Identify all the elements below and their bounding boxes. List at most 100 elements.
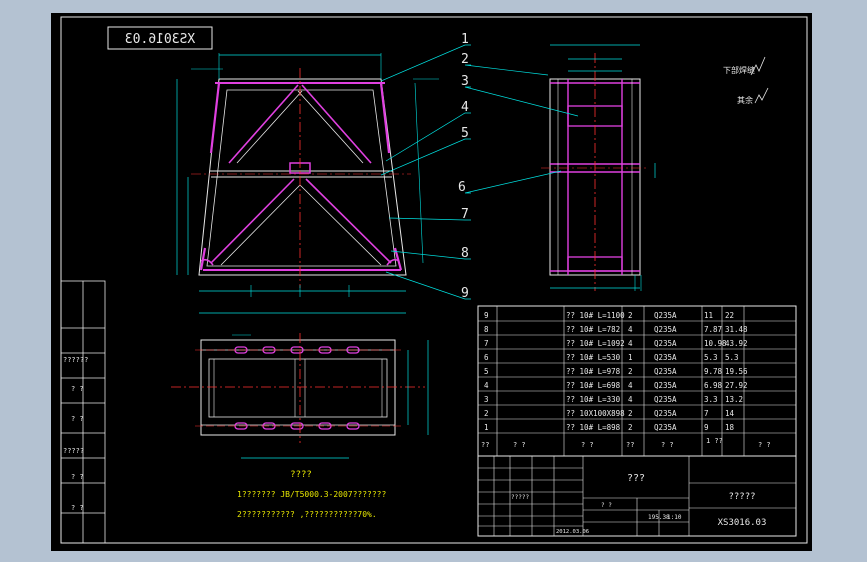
hdr-code: ? ?	[513, 441, 526, 449]
title-weight: 195.38	[648, 514, 670, 521]
bom-cell-no: 6	[484, 353, 489, 362]
bom-cell-no: 7	[484, 339, 489, 348]
bom-cell-no: 1	[484, 423, 489, 432]
bom-cell-unit: 11	[704, 311, 713, 320]
balloon-4: 4	[461, 100, 469, 115]
balloon-8: 8	[461, 246, 469, 261]
strip-label-5: ? ?	[71, 473, 84, 481]
bom-cell-qty: 2	[628, 423, 633, 432]
bom-cell-no: 5	[484, 367, 489, 376]
bom-cell-qty: 2	[628, 409, 633, 418]
bom-header: ?? ? ? ? ? ?? ? ? 1 ?? ? ?	[481, 437, 771, 449]
roughness-symbol-1	[750, 56, 766, 76]
bom-cell-total: 5.3	[725, 353, 739, 362]
title-date: 2012.03.06	[556, 529, 589, 535]
bom-cell-qty: 4	[628, 339, 633, 348]
bom-cell-qty: 4	[628, 395, 633, 404]
bom-cell-mat: Q235A	[654, 339, 677, 348]
finish-note-1: 下部焊缝	[723, 65, 755, 75]
title-label-b: ?????	[511, 494, 529, 501]
title-name: ???	[627, 473, 645, 484]
hdr-mat: ? ?	[661, 441, 674, 449]
bom-cell-mat: Q235A	[654, 353, 677, 362]
bom-cell-unit: 9.78	[704, 367, 723, 376]
bom-cell-total: 13.2	[725, 395, 743, 404]
bom-cell-unit: 10.98	[704, 339, 727, 348]
bom-cell-mat: Q235A	[654, 381, 677, 390]
bom-cell-name: ?? 10# L=698	[566, 381, 621, 390]
hdr-qty: ??	[626, 441, 634, 449]
bom-cell-name: ?? 10# L=1092	[566, 339, 625, 348]
finish-note-2: 其余	[737, 95, 753, 105]
bom-cell-name: ?? 10# L=898	[566, 423, 621, 432]
bom-cell-unit: 7	[704, 409, 709, 418]
cad-viewport: ?????? ? ? ? ? ????? ? ? ? ? XS3016.03	[51, 13, 812, 551]
bom-cell-no: 3	[484, 395, 489, 404]
bom-cell-mat: Q235A	[654, 367, 677, 376]
bom-cell-total: 14	[725, 409, 735, 418]
title-label-a: ? ?	[601, 502, 612, 509]
hdr-no: ??	[481, 441, 489, 449]
bom-cell-unit: 3.3	[704, 395, 718, 404]
tech-req-title: ????	[290, 470, 312, 480]
title-company: ?????	[728, 492, 755, 502]
bom-cell-mat: Q235A	[654, 423, 677, 432]
mirrored-drawing-code: XS3016.03	[125, 32, 195, 47]
bom-cell-name: ?? 10X100X898	[566, 409, 625, 418]
bom-cell-no: 4	[484, 381, 489, 390]
bom-cell-total: 22	[725, 311, 734, 320]
hdr-unit: 1 ??	[706, 437, 723, 445]
bom-cell-unit: 7.87	[704, 325, 722, 334]
bom-cell-name: ?? 10# L=978	[566, 367, 621, 376]
bom-cell-qty: 2	[628, 367, 633, 376]
plan-view	[171, 333, 429, 459]
balloon-1: 1	[461, 32, 469, 47]
strip-label-4: ?????	[63, 447, 84, 455]
code-box	[107, 26, 213, 50]
roughness-symbol-2	[754, 87, 769, 104]
balloon-7: 7	[461, 207, 469, 222]
bom-cell-name: ?? 10# L=1100	[566, 311, 625, 320]
strip-label-2: ? ?	[71, 385, 84, 393]
tech-req-2: 2??????????? ,???????????70%.	[237, 510, 377, 519]
balloon-6: 6	[458, 180, 466, 195]
strip-label-1: ??????	[63, 356, 88, 364]
bom-cell-unit: 6.98	[704, 381, 723, 390]
sheet-border	[60, 16, 808, 544]
title-block: ??? ????? XS3016.03 195.38 1:10 ? ? ????…	[477, 455, 797, 537]
balloon-9: 9	[461, 286, 469, 301]
bom-cell-mat: Q235A	[654, 325, 677, 334]
bom-cell-mat: Q235A	[654, 395, 677, 404]
hdr-name: ? ?	[581, 441, 594, 449]
bom-cell-total: 27.92	[725, 381, 748, 390]
title-scale: 1:10	[667, 514, 682, 521]
bom-cell-name: ?? 10# L=330	[566, 395, 621, 404]
bom-cell-no: 8	[484, 325, 489, 334]
bom-cell-total: 18	[725, 423, 735, 432]
bom-cell-qty: 1	[628, 353, 633, 362]
balloon-5: 5	[461, 126, 469, 141]
tech-req-1: 1??????? JB/T5000.3-2007???????	[237, 490, 386, 499]
balloon-numbers: 1 2 3 4 5 6 7 8 9	[458, 32, 469, 301]
bom-cell-unit: 5.3	[704, 353, 718, 362]
title-drawing-no: XS3016.03	[718, 518, 767, 528]
bom-cell-unit: 9	[704, 423, 709, 432]
bom-cell-qty: 2	[628, 311, 633, 320]
bom-cell-total: 31.48	[725, 325, 748, 334]
bom-cell-total: 19.56	[725, 367, 748, 376]
strip-label-3: ? ?	[71, 415, 84, 423]
bom-cell-name: ?? 10# L=530	[566, 353, 621, 362]
left-strip	[60, 280, 106, 544]
balloon-3: 3	[461, 74, 469, 89]
drawing-sheet: ?????? ? ? ? ? ????? ? ? ? ? XS3016.03	[60, 16, 808, 544]
bom-cell-name: ?? 10# L=782	[566, 325, 620, 334]
bom-cell-no: 9	[484, 311, 489, 320]
bom-cell-no: 2	[484, 409, 489, 418]
bom-cell-mat: Q235A	[654, 409, 677, 418]
bom-cell-qty: 4	[628, 381, 633, 390]
side-view	[541, 44, 656, 291]
hdr-total: ? ?	[758, 441, 771, 449]
leader-lines	[380, 44, 579, 300]
balloon-2: 2	[461, 52, 469, 67]
